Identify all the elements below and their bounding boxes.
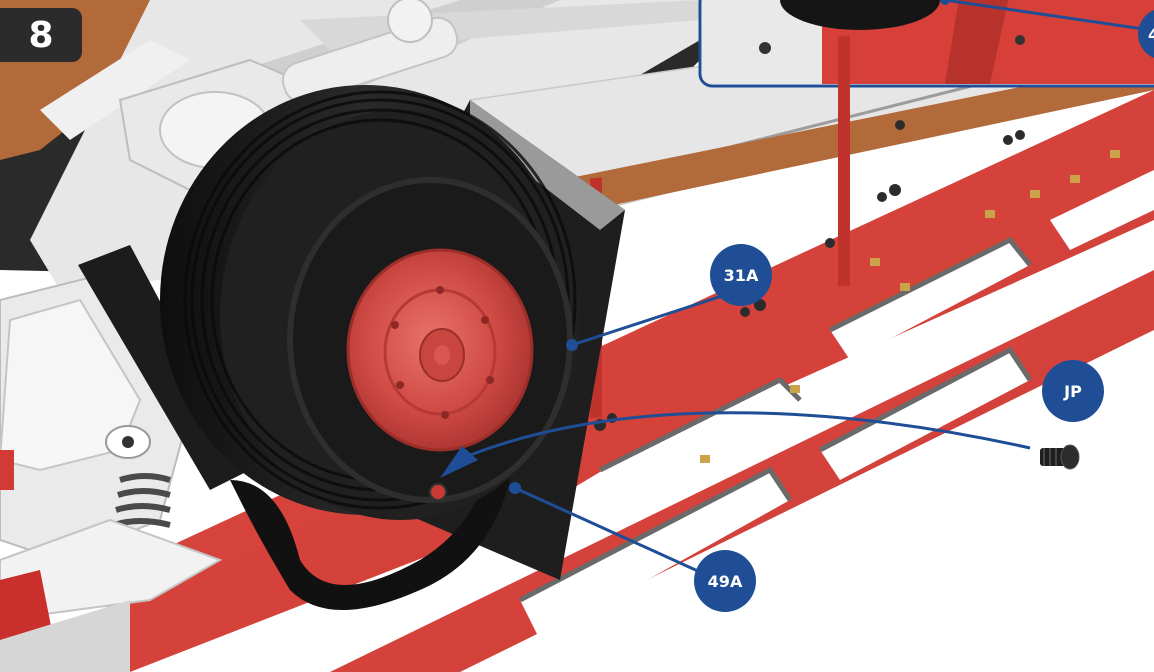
callout-49a: 49A [694, 550, 756, 612]
red-side-frame [80, 35, 1154, 672]
callout-jp: JP [1042, 360, 1104, 422]
callout-31a: 31A [710, 244, 772, 306]
suspension-assembly [0, 268, 223, 672]
callout-inset-partial: 4 [1138, 8, 1154, 60]
jp-screw [1040, 444, 1080, 470]
step-number-badge: 8 [0, 8, 82, 62]
spare-wheel [160, 85, 580, 520]
detail-inset [698, 0, 1154, 88]
insertion-arrow [429, 411, 1031, 501]
callout-leaders [514, 293, 726, 574]
